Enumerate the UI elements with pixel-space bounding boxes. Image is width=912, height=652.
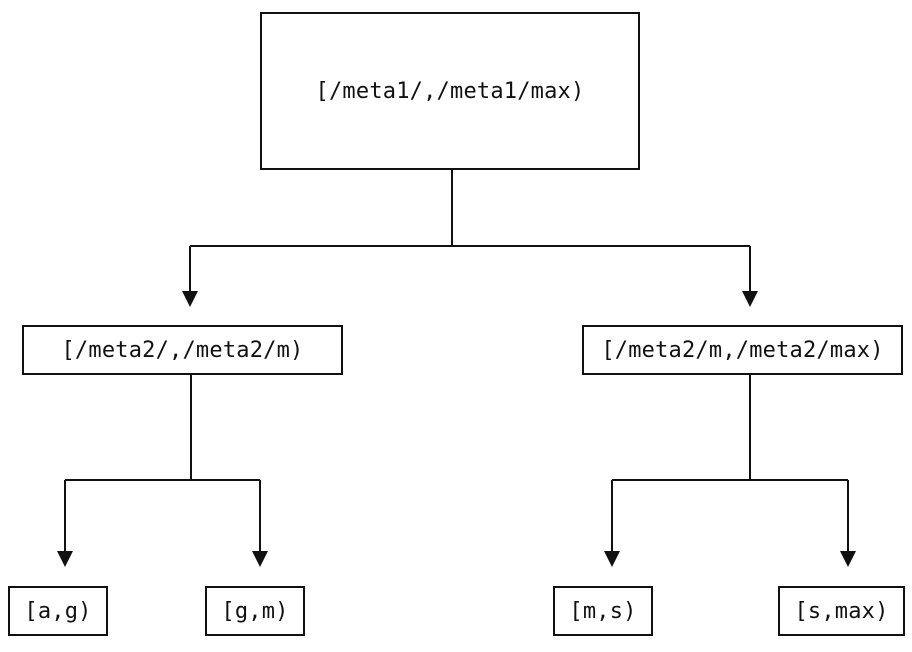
node-root-label: [/meta1/,/meta1/max) (315, 78, 585, 104)
edge-midright-to-children (611, 375, 849, 551)
node-leaf-gm-label: [g,m) (221, 598, 289, 624)
edge-midleft-to-children (64, 375, 261, 551)
arrowhead-down-icon (840, 551, 856, 567)
node-leaf-ms-label: [m,s) (569, 598, 637, 624)
node-leaf-smax-label: [s,max) (794, 598, 889, 624)
arrowhead-down-icon (57, 551, 73, 567)
node-leaf-ag-label: [a,g) (24, 598, 92, 624)
node-leaf-smax: [s,max) (778, 586, 905, 636)
node-mid-left: [/meta2/,/meta2/m) (22, 325, 343, 375)
node-mid-left-label: [/meta2/,/meta2/m) (61, 337, 304, 363)
edge-root-to-children (189, 170, 751, 291)
node-root: [/meta1/,/meta1/max) (260, 12, 640, 170)
arrowhead-down-icon (604, 551, 620, 567)
arrowhead-down-icon (182, 291, 198, 307)
node-leaf-ms: [m,s) (553, 586, 653, 636)
arrowhead-down-icon (742, 291, 758, 307)
node-leaf-ag: [a,g) (8, 586, 108, 636)
arrowhead-down-icon (252, 551, 268, 567)
node-mid-right: [/meta2/m,/meta2/max) (582, 325, 903, 375)
node-mid-right-label: [/meta2/m,/meta2/max) (601, 337, 884, 363)
node-leaf-gm: [g,m) (205, 586, 305, 636)
